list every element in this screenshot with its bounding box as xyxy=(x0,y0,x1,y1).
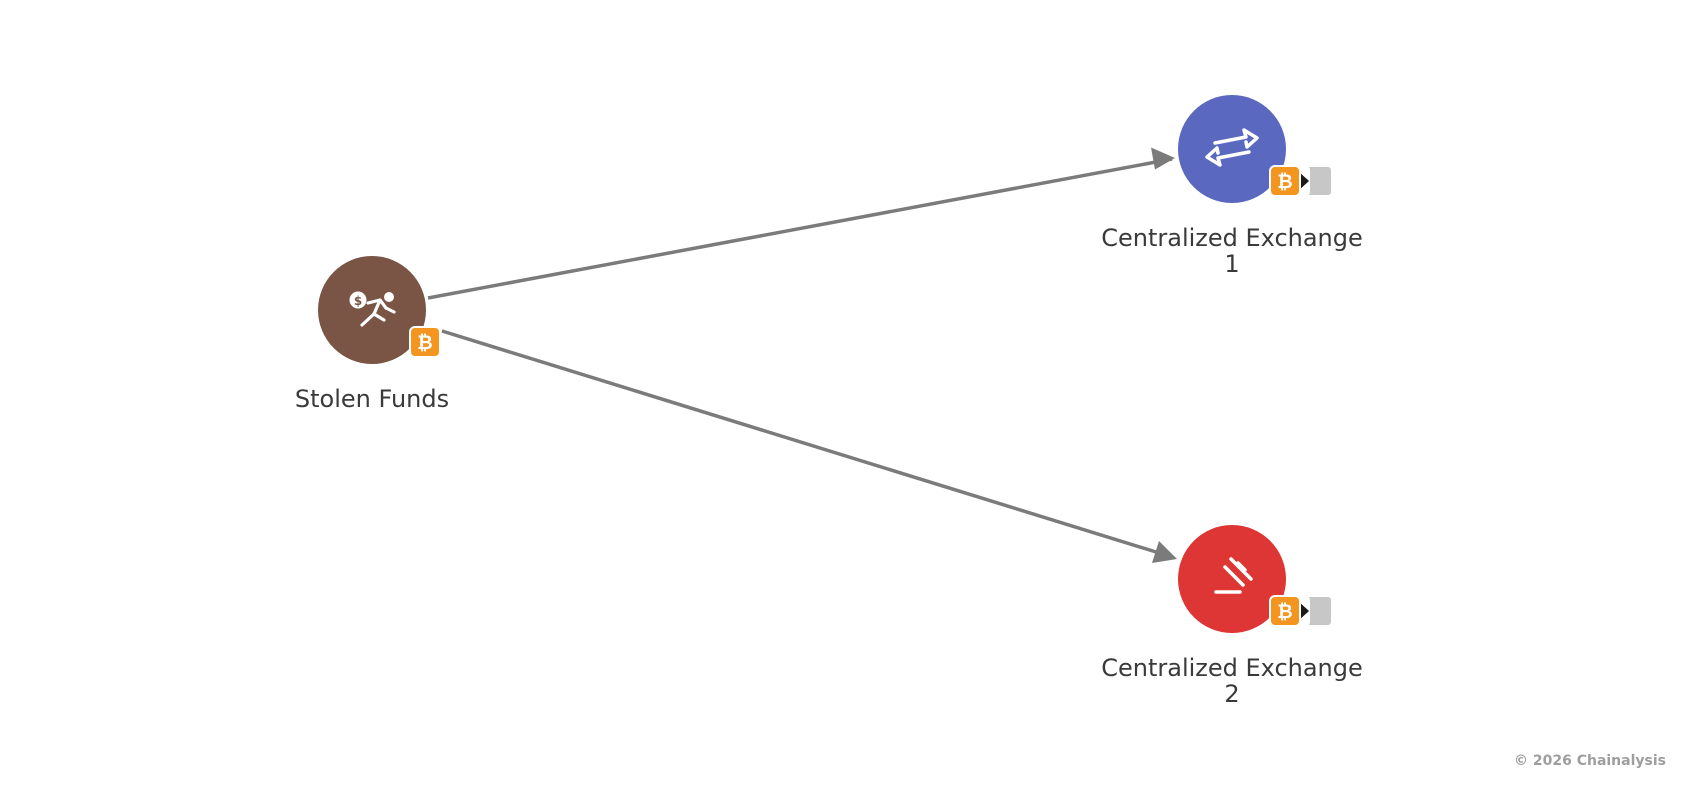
node-label-exchange-2: Centralized Exchange xyxy=(1101,654,1363,682)
exchange-arrows-icon xyxy=(1205,128,1259,167)
node-label-exchange-1-number: 1 xyxy=(1224,250,1239,278)
edge-stolen-funds-to-exchange-1[interactable] xyxy=(427,157,1173,300)
node-circle[interactable] xyxy=(1178,525,1286,633)
node-circle[interactable] xyxy=(1178,95,1286,203)
svg-text:₿: ₿ xyxy=(1277,171,1292,193)
svg-text:₿: ₿ xyxy=(417,332,432,354)
node-centralized-exchange-2[interactable]: ₿ Centralized Exchange 2 xyxy=(1101,525,1363,708)
bitcoin-badge-icon: ₿ xyxy=(1269,165,1301,197)
bitcoin-badge-icon: ₿ xyxy=(1269,595,1301,627)
gavel-icon xyxy=(1214,557,1253,594)
copyright-footer: © 2026 Chainalysis xyxy=(1513,753,1666,769)
node-centralized-exchange-1[interactable]: ₿ Centralized Exchange 1 xyxy=(1101,95,1363,278)
edge-arrowhead-exchange-2 xyxy=(1152,541,1177,563)
edges xyxy=(427,147,1177,563)
bitcoin-badge-icon: ₿ xyxy=(409,326,441,358)
node-stolen-funds[interactable]: $ ₿ Stolen Funds xyxy=(295,256,449,413)
node-label-stolen-funds: Stolen Funds xyxy=(295,385,449,413)
svg-text:$: $ xyxy=(354,294,362,308)
thief-running-with-money-bag-icon: $ xyxy=(349,291,396,327)
node-label-exchange-2-number: 2 xyxy=(1224,680,1239,708)
node-circle[interactable] xyxy=(318,256,426,364)
edge-stolen-funds-to-exchange-2[interactable] xyxy=(441,329,1157,554)
edge-arrowhead-exchange-1 xyxy=(1151,147,1175,170)
svg-text:₿: ₿ xyxy=(1277,601,1292,623)
node-label-exchange-1: Centralized Exchange xyxy=(1101,224,1363,252)
